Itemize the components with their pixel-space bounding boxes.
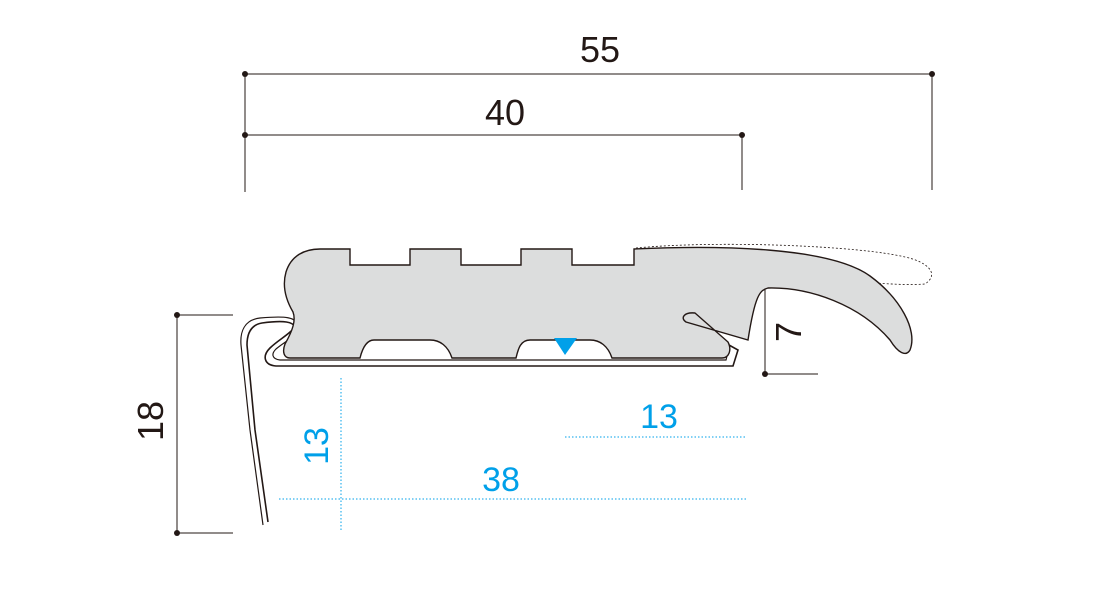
dimension-overall-width: 55 [242, 29, 935, 190]
dimension-label-7: 7 [768, 322, 809, 342]
dimension-lip-height: 7 [762, 287, 818, 377]
center-marker-icon [554, 338, 577, 355]
alternate-lip-outline [635, 243, 932, 288]
dimension-label-18: 18 [130, 401, 171, 441]
blue-reference-dimensions: 13 13 38 [279, 378, 748, 532]
blue-label-13-horizontal: 13 [640, 398, 678, 436]
blue-label-13-vertical: 13 [298, 427, 336, 465]
insert-profile [282, 246, 913, 359]
dimension-height: 18 [130, 312, 233, 536]
dimension-label-40: 40 [485, 92, 525, 133]
dimension-label-55: 55 [580, 29, 620, 70]
dimension-inner-width: 40 [242, 92, 745, 190]
blue-label-38: 38 [482, 461, 520, 499]
